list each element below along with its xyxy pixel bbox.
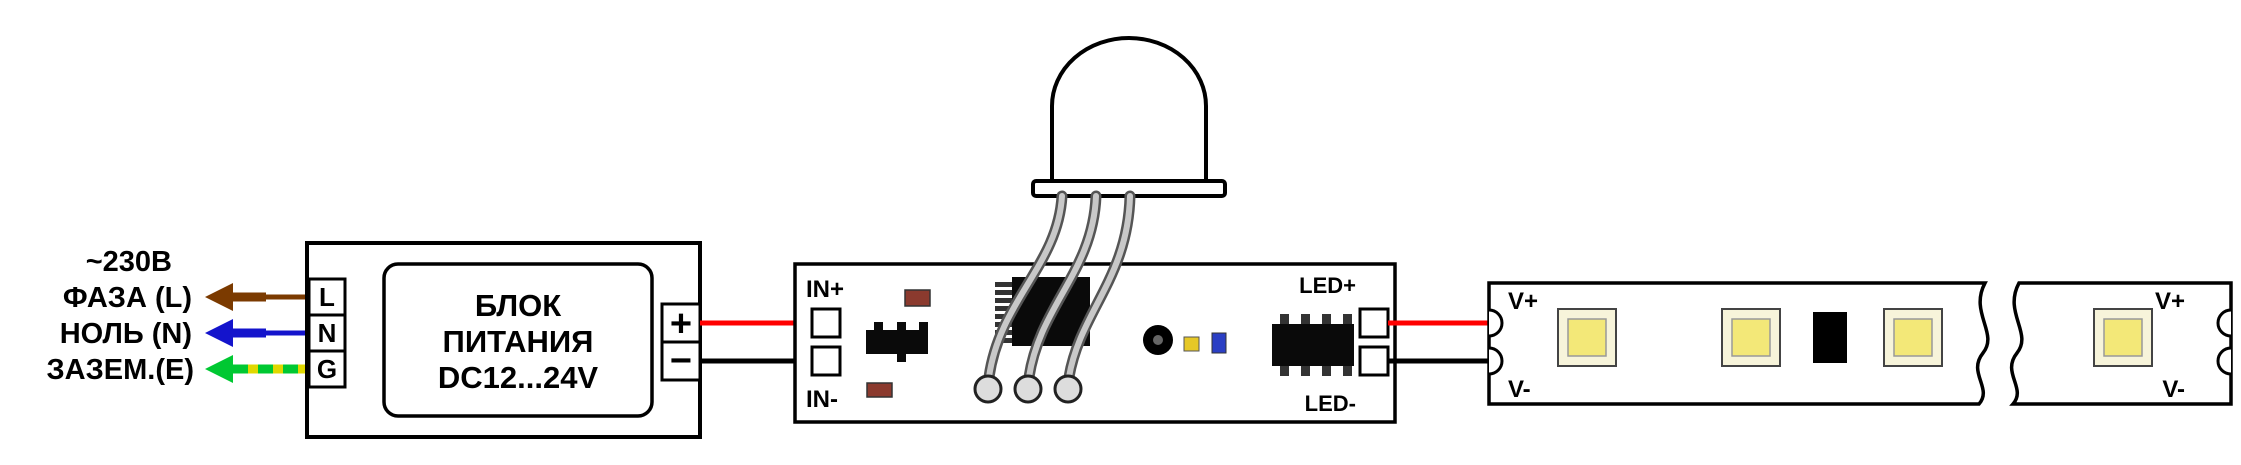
led-chip-3	[1883, 308, 1943, 367]
neutral-arrow-icon	[205, 319, 233, 347]
led-chip-die	[2103, 318, 2143, 357]
psu-panel	[382, 262, 654, 418]
strip-pad-right-plus	[2216, 308, 2232, 338]
sensor-dome	[1050, 36, 1208, 183]
sensor-wire-3	[1066, 193, 1133, 380]
ic-pin	[1322, 365, 1331, 376]
transistor-leg	[897, 353, 906, 362]
sensor-controller-board: IN+ IN-	[793, 262, 1397, 424]
led-plus-terminal	[1358, 307, 1390, 339]
transistor-leg	[897, 322, 906, 331]
phase-arrow-tail	[233, 292, 266, 302]
capacitor-center	[1153, 335, 1163, 345]
smd-resistor-1	[904, 289, 931, 307]
sensor-pad-1	[973, 374, 1003, 404]
v-plus-left-label: V+	[1508, 288, 1538, 315]
psu-terminal-N-label: N	[318, 318, 337, 348]
strip-pad-left-minus	[1488, 346, 1504, 376]
in-plus-terminal	[810, 307, 842, 339]
transistor-leg	[874, 322, 883, 331]
in-plus-label: IN+	[806, 276, 844, 303]
in-minus-terminal	[810, 345, 842, 377]
led-chip-1	[1557, 308, 1617, 367]
ic-pin	[1343, 365, 1352, 376]
neutral-arrow-tail	[233, 328, 266, 338]
led-chip-2	[1721, 308, 1781, 367]
sensor-pad-2	[1013, 374, 1043, 404]
v-plus-right-label: V+	[2155, 288, 2185, 315]
ic-pin	[1301, 365, 1310, 376]
ic-pin	[1280, 314, 1289, 325]
soic8-ic	[1272, 314, 1354, 376]
mains-voltage-label: ~230В	[86, 246, 172, 278]
v-minus-right-label: V-	[2162, 376, 2185, 403]
psu-terminal-L-label: L	[319, 282, 335, 312]
earth-label: ЗАЗЕМ.(E)	[47, 354, 195, 386]
led-plus-label: LED+	[1299, 273, 1356, 298]
strip-pad-left-plus	[1488, 308, 1504, 338]
earth-arrow-icon	[205, 355, 233, 383]
ic-pin	[1322, 314, 1331, 325]
psu-plus-label: +	[670, 303, 692, 345]
phase-arrow-icon	[205, 283, 233, 311]
psu-terminal-G-label: G	[317, 354, 337, 384]
neutral-label: НОЛЬ (N)	[60, 318, 192, 350]
in-minus-label: IN-	[806, 386, 838, 413]
sensor-wire-2	[1026, 193, 1099, 380]
psu-terminal-L	[307, 277, 347, 317]
psu-plus-terminal	[660, 302, 702, 344]
led-chip-die	[1567, 318, 1607, 357]
ic-pin	[1301, 314, 1310, 325]
ic-pin	[995, 290, 1012, 295]
smd-blue-component	[1211, 332, 1227, 354]
psu-title-line1: БЛОК	[475, 288, 561, 323]
led-minus-terminal	[1358, 345, 1390, 377]
transistor-body	[866, 330, 928, 354]
smd-transistor	[866, 322, 928, 362]
ic-pin	[1280, 365, 1289, 376]
led-chip-4	[2093, 308, 2153, 367]
sensor-wire-1	[986, 193, 1065, 380]
v-minus-left-label: V-	[1508, 376, 1531, 403]
led-minus-label: LED-	[1305, 391, 1356, 416]
psu-minus-terminal	[660, 340, 702, 382]
smd-yellow-component	[1183, 336, 1200, 352]
led-chip-die	[1893, 318, 1933, 357]
psu-title-line2: ПИТАНИЯ	[443, 324, 594, 359]
psu-title-line3: DC12...24V	[438, 360, 599, 395]
psu-minus-label: −	[670, 340, 692, 382]
led-strip: V+ V- V+ V-	[1487, 281, 2233, 406]
soic8-body	[1272, 324, 1354, 366]
phase-label: ФАЗА (L)	[63, 282, 192, 314]
ic-pin	[1343, 314, 1352, 325]
smd-resistor-2	[866, 382, 893, 398]
power-supply-unit: L N G БЛОК ПИТАНИЯ DC12...24V + −	[305, 241, 702, 439]
psu-terminal-G	[307, 349, 347, 389]
ic-pin	[995, 298, 1012, 303]
ic-pin	[995, 282, 1012, 287]
transistor-leg	[919, 322, 928, 331]
strip-resistor	[1813, 312, 1847, 363]
led-chip-die	[1731, 318, 1771, 357]
strip-pad-right-minus	[2216, 346, 2232, 376]
ic-pin	[995, 306, 1012, 311]
dome-sensor	[1031, 36, 1227, 198]
sensor-pad-3	[1053, 374, 1083, 404]
